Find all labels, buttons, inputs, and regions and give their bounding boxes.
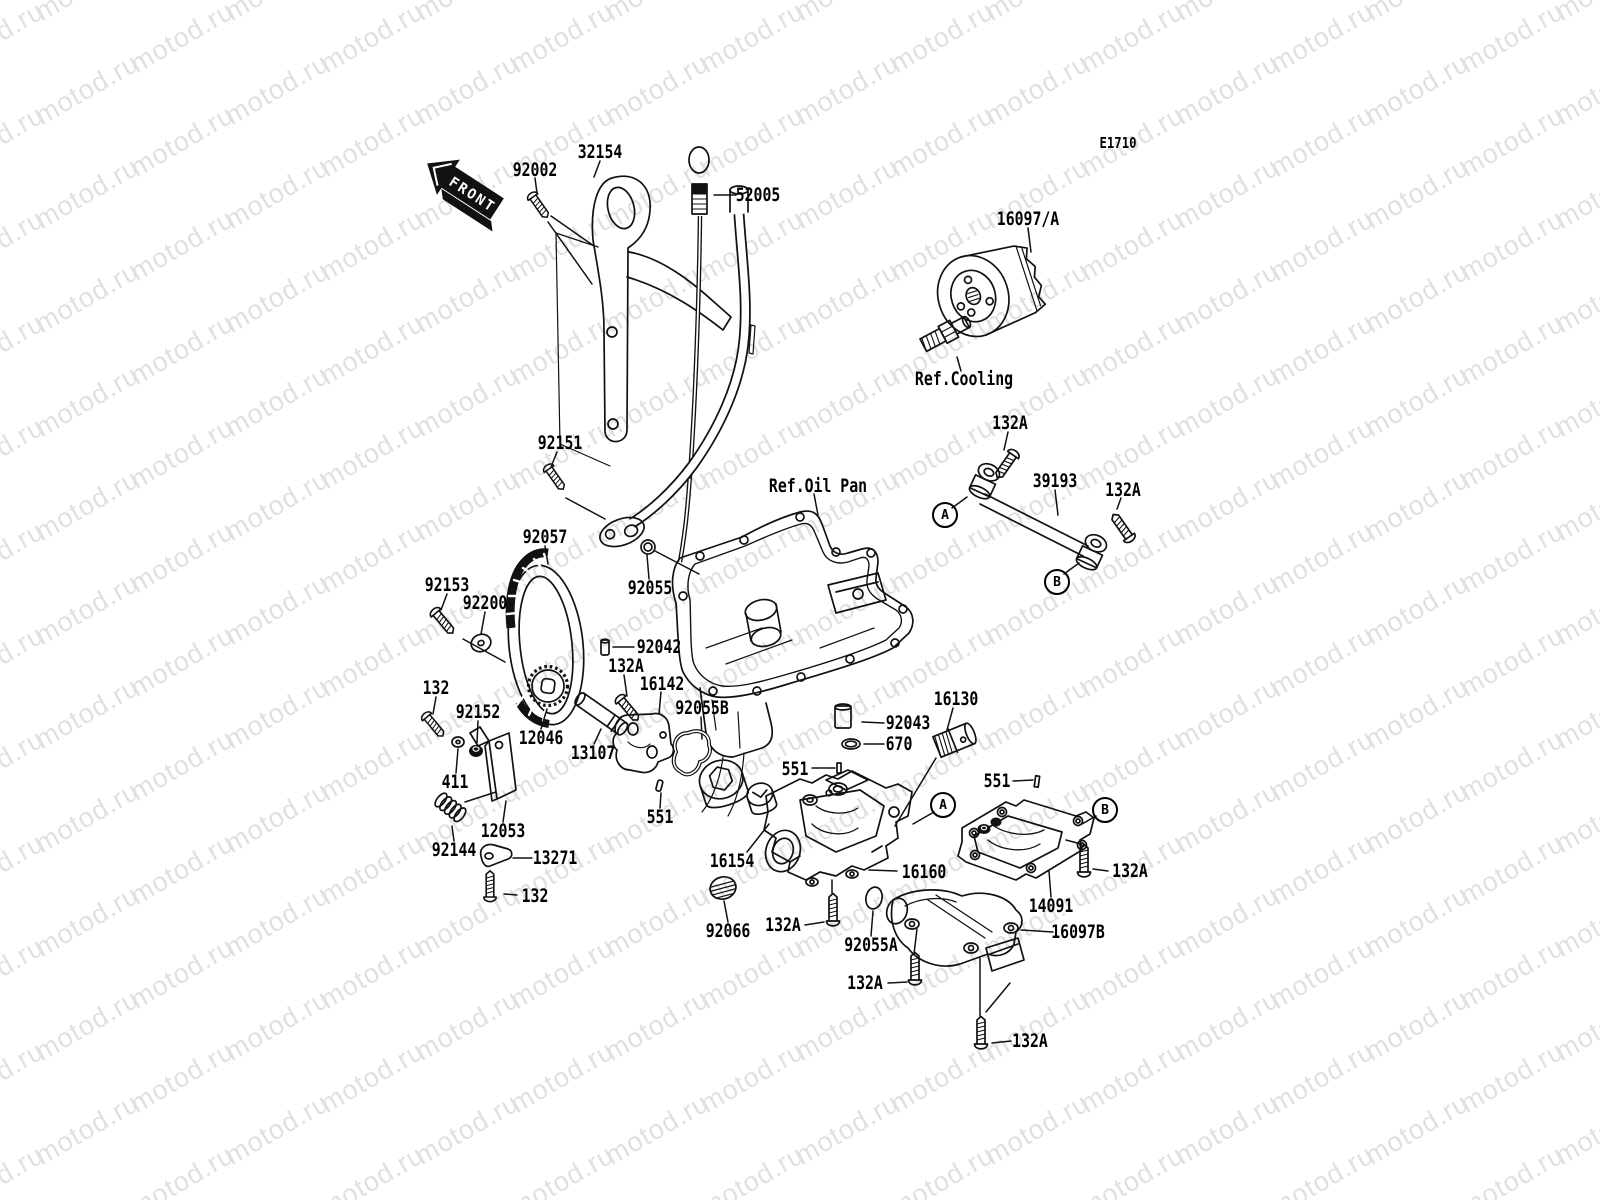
oring-92055a (864, 886, 884, 910)
part-label-92144: 92144 (431, 839, 477, 861)
front-arrow: FRONT (427, 159, 504, 232)
part-label-92055: 92055 (627, 577, 673, 599)
part-label-Ref-Oil-Pan: Ref.Oil Pan (768, 475, 868, 497)
washer-92200 (470, 633, 492, 653)
oil-filter-16097 (936, 245, 1047, 338)
outlet-cover-16097b (885, 889, 1025, 972)
part-label-14091: 14091 (1028, 895, 1074, 917)
guide-12053 (469, 726, 517, 802)
part-label-92002: 92002 (512, 159, 558, 181)
pump-cover-14091 (957, 799, 1095, 881)
part-label-411: 411 (441, 771, 469, 793)
washer-411 (451, 736, 465, 748)
part-label-551: 551 (781, 758, 809, 780)
diagram-code: E1710 (1099, 134, 1137, 152)
part-label-132A: 132A (608, 655, 644, 677)
part-label-12053: 12053 (480, 820, 526, 842)
part-label-92066: 92066 (705, 920, 751, 942)
part-label-16160: 16160 (901, 861, 947, 883)
part-label-132A: 132A (992, 412, 1028, 434)
part-label-16097-A: 16097/A (996, 208, 1060, 230)
part-label-132A: 132A (1105, 479, 1141, 501)
part-label-92200: 92200 (462, 592, 508, 614)
chain-92057 (507, 564, 585, 726)
oring-670 (841, 738, 861, 750)
part-label-Ref-Cooling: Ref.Cooling (914, 368, 1014, 390)
pin-92042 (600, 638, 610, 656)
part-label-39193: 39193 (1032, 470, 1078, 492)
part-label-132A: 132A (1112, 860, 1148, 882)
bracket-32154 (555, 175, 732, 467)
part-label-132A: 132A (765, 914, 801, 936)
part-label-52005: 52005 (735, 184, 781, 206)
part-label-551: 551 (646, 806, 674, 828)
part-label-32154: 32154 (577, 141, 623, 163)
part-label-92042: 92042 (636, 636, 682, 658)
part-label-16130: 16130 (933, 688, 979, 710)
dipstick-52005 (677, 146, 710, 563)
part-label-551: 551 (983, 770, 1011, 792)
pin-551-left (655, 779, 664, 792)
pin-92043 (834, 703, 852, 729)
part-label-92055A: 92055A (844, 934, 898, 956)
valve-16130 (932, 722, 977, 759)
sprocket-12046 (526, 664, 570, 708)
gasket-92055b (671, 729, 712, 777)
spring-92144 (434, 792, 467, 823)
part-label-132: 132 (521, 885, 549, 907)
ref-marker-B: B (1044, 569, 1070, 595)
plug-92066 (709, 876, 737, 900)
oil-pan (671, 510, 914, 817)
part-label-132: 132 (422, 677, 450, 699)
part-label-92151: 92151 (537, 432, 583, 454)
cooling-fitting (919, 315, 972, 353)
pump-body-16160 (763, 769, 913, 887)
part-label-132A: 132A (1012, 1030, 1048, 1052)
pin-551-right (1033, 774, 1041, 789)
part-label-13271: 13271 (532, 847, 578, 869)
oring-92055 (640, 539, 656, 555)
rotor-set-16154 (698, 759, 778, 816)
part-label-16097B: 16097B (1051, 921, 1105, 943)
part-label-92043: 92043 (885, 712, 931, 734)
part-label-92057: 92057 (522, 526, 568, 548)
part-label-12046: 12046 (518, 727, 564, 749)
pin-551-pump (836, 762, 842, 774)
part-label-16142: 16142 (639, 673, 685, 695)
part-label-92152: 92152 (455, 701, 501, 723)
part-label-92153: 92153 (424, 574, 470, 596)
ref-marker-A: A (930, 792, 956, 818)
nut-92152 (469, 745, 483, 757)
dipstick-tube (599, 185, 756, 548)
ref-marker-A: A (932, 502, 958, 528)
part-label-92055B: 92055B (675, 697, 729, 719)
pump-cover-16142 (612, 712, 675, 774)
part-label-16154: 16154 (709, 850, 755, 872)
ref-marker-B: B (1092, 797, 1118, 823)
part-label-132A: 132A (847, 972, 883, 994)
part-label-13107: 13107 (570, 742, 616, 764)
plate-13271 (479, 843, 513, 868)
pipe-39193 (968, 462, 1108, 571)
part-label-670: 670 (885, 733, 913, 755)
